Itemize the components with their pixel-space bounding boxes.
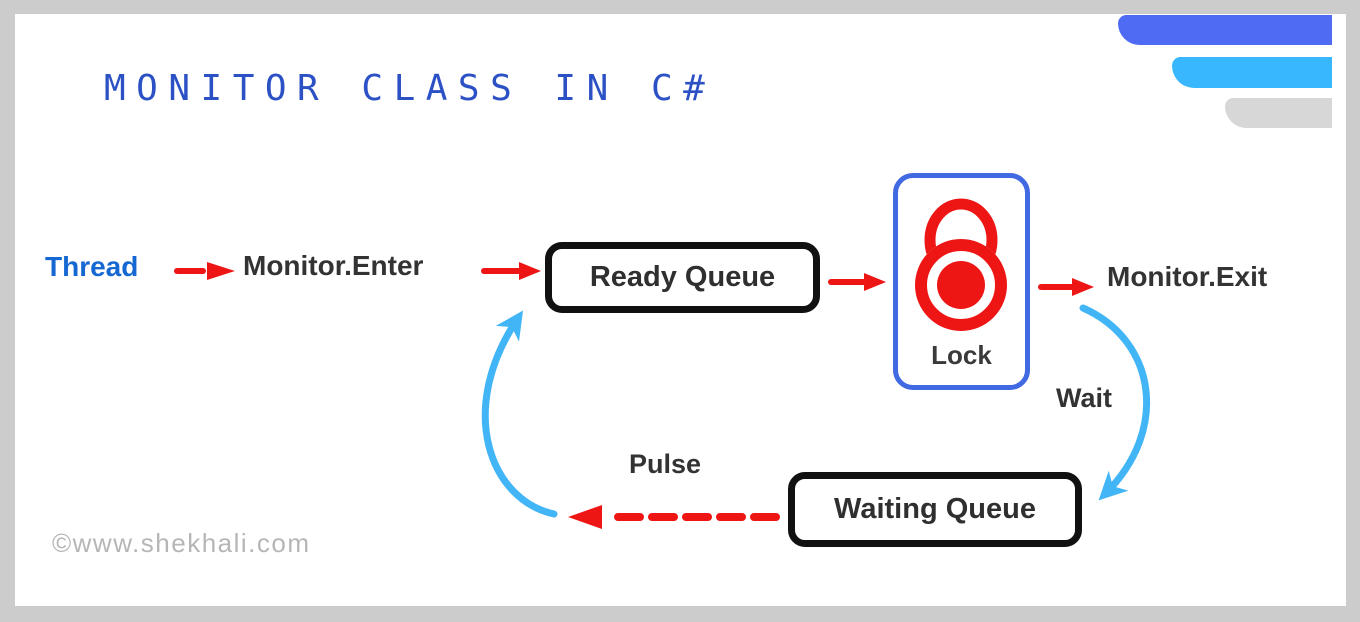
decorative-bar-indigo [1118,15,1332,45]
lock-label: Lock [931,340,992,370]
requeue-curve-arrow [481,310,558,518]
waiting-queue-box: Waiting Queue [788,472,1082,547]
arrow-ready-queue-to-lock [828,273,886,291]
pulse-label: Pulse [629,449,702,479]
monitor-enter-label: Monitor.Enter [243,250,424,281]
decorative-bar-gray [1225,98,1332,128]
page-title: MONITOR CLASS IN C# [104,68,716,109]
thread-label: Thread [45,251,139,282]
lock-box: Lock [893,173,1030,390]
padlock-icon [915,198,1007,331]
wait-label: Wait [1056,383,1112,413]
arrow-enter-to-ready-queue [481,262,541,280]
waiting-queue-label: Waiting Queue [834,493,1036,525]
wait-curve-arrow [1079,304,1151,501]
arrow-lock-to-exit [1038,278,1094,296]
dashed-arrow-thread-to-enter [174,262,235,280]
ready-queue-box: Ready Queue [545,242,820,313]
monitor-exit-label: Monitor.Exit [1107,261,1268,292]
decorative-bar-sky [1172,57,1332,88]
watermark: ©www.shekhali.com [52,528,311,558]
ready-queue-label: Ready Queue [589,261,776,293]
dashed-arrow-pulse [568,505,780,529]
